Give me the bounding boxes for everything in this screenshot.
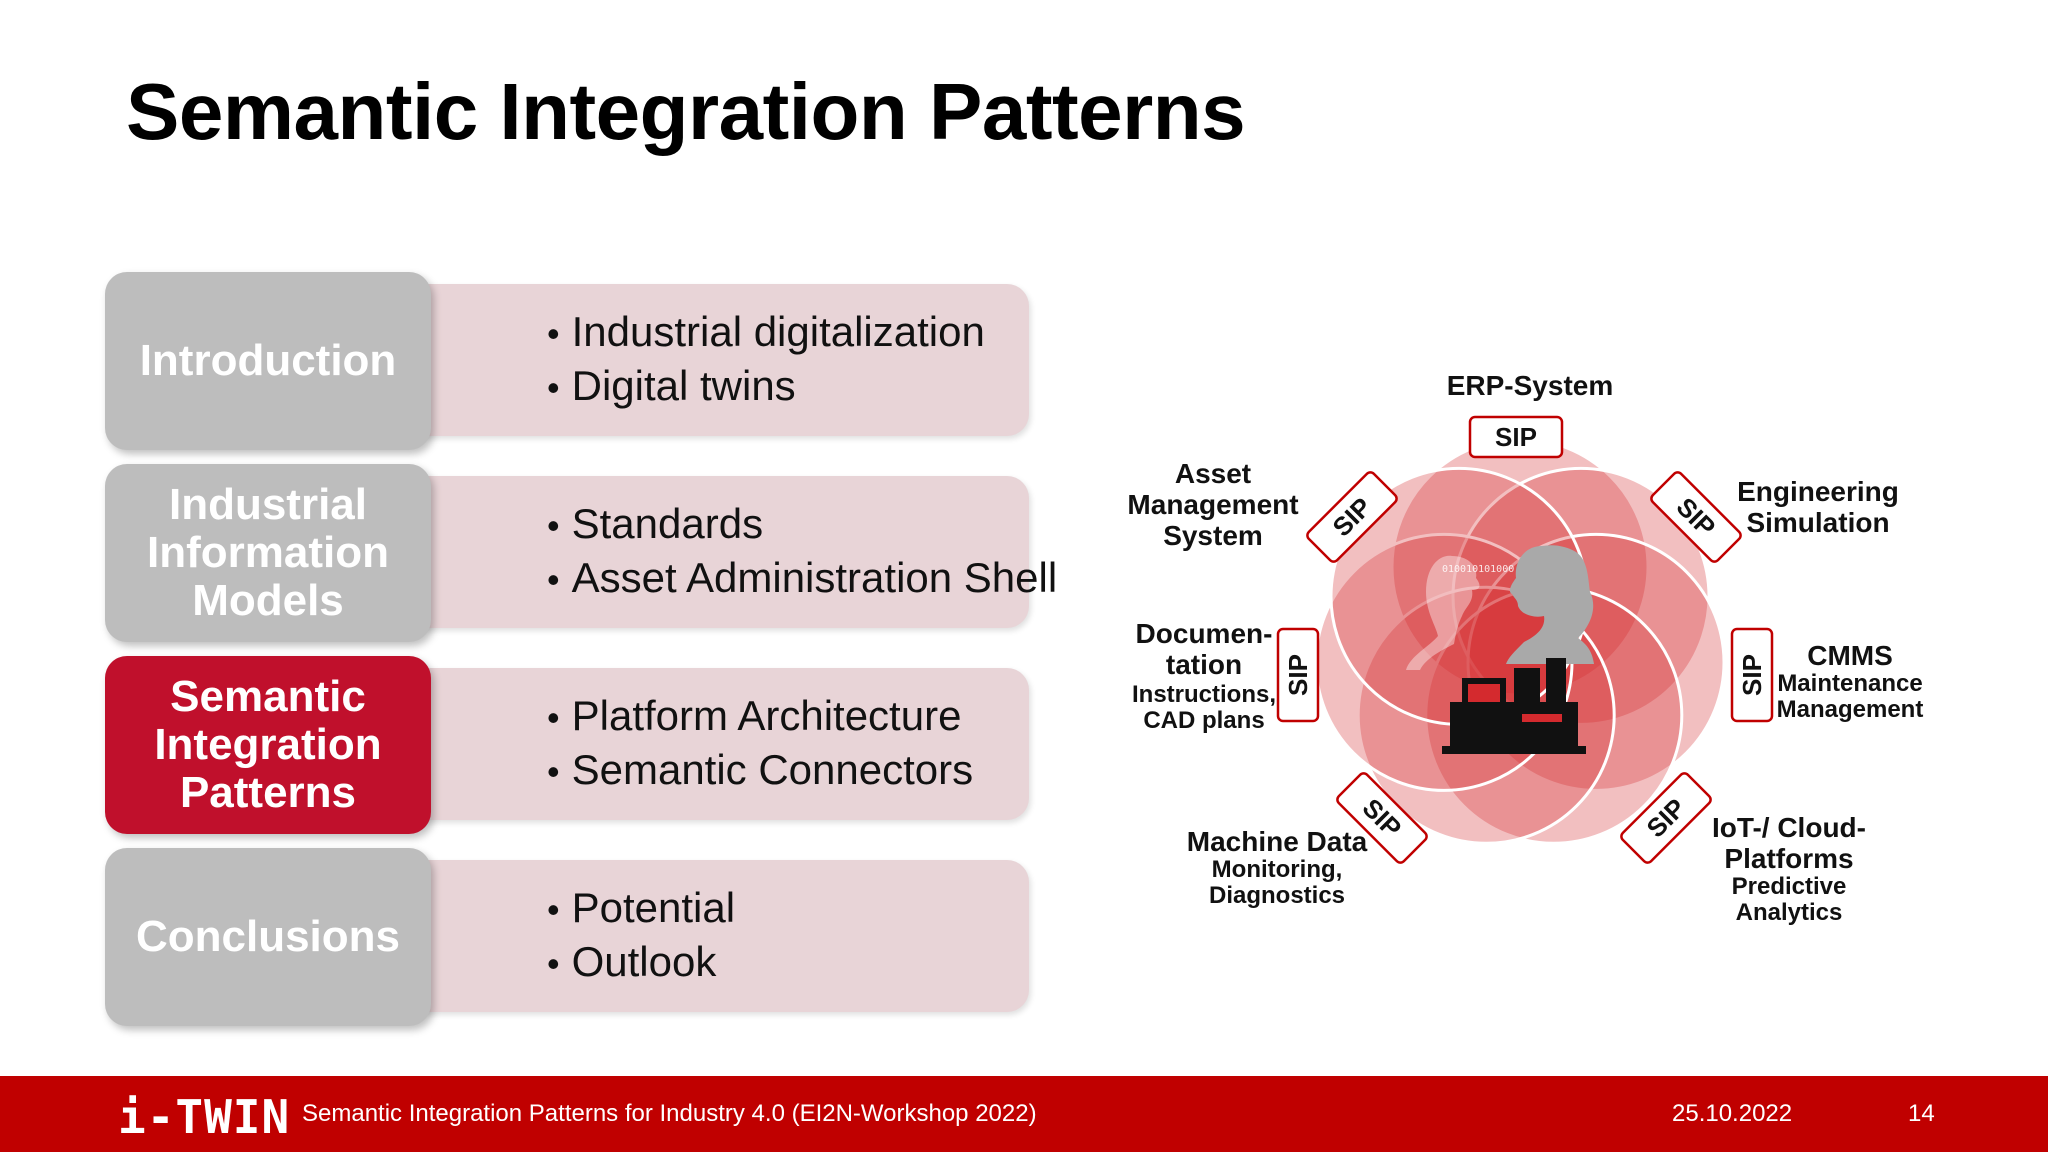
agenda-content: Potential Outlook: [405, 860, 1029, 1012]
sip-label: SIP: [1283, 654, 1313, 696]
agenda-item-semantic-integration-patterns: Platform Architecture Semantic Connector…: [105, 656, 1029, 834]
node-cmms: CMMS Maintenance Management: [1776, 640, 1924, 723]
node-asset-management: Asset Management System: [1127, 458, 1299, 551]
person-silhouette-left: [1406, 555, 1480, 670]
bullet: Standards: [547, 498, 1057, 552]
binary-text: 010010101000: [1442, 564, 1514, 575]
footer-title: Semantic Integration Patterns for Indust…: [302, 1100, 1037, 1127]
node-iot-cloud-platforms: IoT-/ Cloud- Platforms Predictive Analyt…: [1712, 812, 1866, 926]
bullet: Semantic Connectors: [547, 744, 974, 798]
agenda-item-industrial-information-models: Standards Asset Administration Shell Ind…: [105, 464, 1057, 642]
agenda-content: Platform Architecture Semantic Connector…: [405, 668, 1029, 820]
agenda-tab-industrial-information-models: Industrial Information Models: [105, 464, 431, 642]
page-number: 14: [1908, 1100, 1935, 1127]
sip-connector: SIP: [1468, 415, 1564, 459]
footer-date: 25.10.2022: [1672, 1100, 1793, 1127]
node-machine-data: Machine Data Monitoring, Diagnostics: [1186, 826, 1368, 909]
agenda-content: Standards Asset Administration Shell: [405, 476, 1057, 628]
bullet: Outlook: [547, 936, 735, 990]
bullet: Platform Architecture: [547, 690, 973, 744]
agenda-item-conclusions: Potential Outlook Conclusions: [105, 848, 1029, 1026]
sip-label: SIP: [1737, 654, 1767, 696]
itwin-logo: i-TWIN: [118, 1090, 291, 1144]
bullet: Potential: [547, 882, 735, 936]
agenda-tab-conclusions: Conclusions: [105, 848, 431, 1026]
sip-connector: SIP: [1276, 627, 1320, 723]
agenda-item-introduction: Industrial digitalization Digital twins …: [105, 272, 1029, 450]
machine-icon: [1442, 658, 1586, 754]
sip-label: SIP: [1495, 422, 1537, 452]
slide-title: Semantic Integration Patterns: [126, 67, 1246, 156]
bullet: Industrial digitalization: [547, 306, 985, 360]
agenda-tab-introduction: Introduction: [105, 272, 431, 450]
agenda-tab-semantic-integration-patterns: Semantic Integration Patterns: [105, 656, 431, 834]
node-documentation: Documen- tation Instructions, CAD plans: [1131, 618, 1276, 734]
person-silhouette-right: [1506, 545, 1594, 664]
node-erp-system: ERP-System: [1446, 370, 1614, 401]
footer-bar: i-TWIN Semantic Integration Patterns for…: [0, 1076, 2048, 1152]
sip-connector: SIP: [1730, 627, 1774, 723]
bullet: Digital twins: [547, 360, 985, 414]
agenda-content: Industrial digitalization Digital twins: [405, 284, 1029, 436]
node-engineering-simulation: Engineering Simulation: [1737, 476, 1899, 538]
bullet: Asset Administration Shell: [547, 552, 1058, 606]
